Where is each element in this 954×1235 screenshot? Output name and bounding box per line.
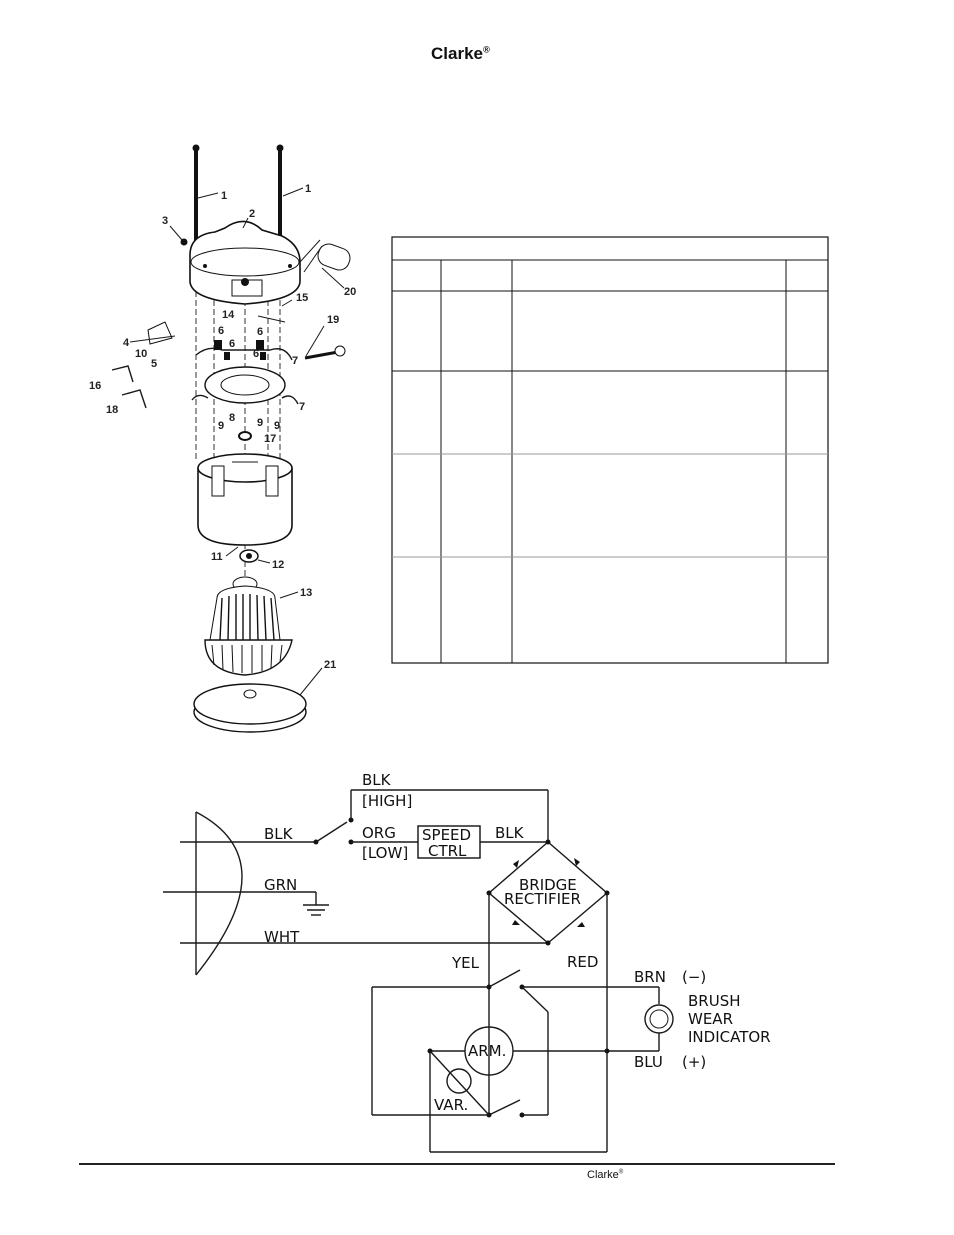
callout-14: 14 <box>222 309 235 321</box>
small-parts-left <box>111 238 188 409</box>
footer-brand-name: Clarke <box>587 1169 619 1181</box>
armature <box>204 576 293 676</box>
label-blu: BLU <box>634 1053 663 1071</box>
nut <box>239 549 259 563</box>
page-header-brand: Clarke® <box>431 44 490 64</box>
label-arm: ARM. <box>468 1042 506 1060</box>
callout-11: 11 <box>211 551 223 563</box>
label-blk-line: BLK <box>264 825 294 843</box>
callout-9c: 9 <box>274 420 280 432</box>
callout-7b: 7 <box>299 401 305 413</box>
callout-13: 13 <box>300 587 312 599</box>
label-high: [HIGH] <box>362 792 412 810</box>
label-brn-polarity: (−) <box>682 968 706 986</box>
plug-outline <box>195 811 243 976</box>
callout-4: 4 <box>123 337 130 349</box>
callout-12: 12 <box>272 559 284 571</box>
label-wear: WEAR <box>688 1010 733 1028</box>
label-var: VAR. <box>434 1096 468 1114</box>
label-low: [LOW] <box>362 844 408 862</box>
callout-15: 15 <box>296 292 308 304</box>
capacitor <box>299 239 351 273</box>
callout-6b: 6 <box>229 338 235 350</box>
washer <box>238 431 252 441</box>
callout-6c: 6 <box>257 326 263 338</box>
parts-table <box>391 236 829 664</box>
label-blu-polarity: (+) <box>682 1053 706 1071</box>
page-footer-brand: Clarke® <box>587 1169 623 1181</box>
callout-3: 3 <box>162 215 168 227</box>
motor-switch <box>486 969 549 1118</box>
callout-17: 17 <box>264 433 276 445</box>
callout-7a: 7 <box>292 355 298 367</box>
brush-bracket <box>191 340 346 405</box>
registered-mark: ® <box>482 44 490 55</box>
label-wht: WHT <box>264 928 300 946</box>
label-blk-right: BLK <box>495 824 525 842</box>
label-speed: SPEED <box>422 826 471 844</box>
callout-5: 5 <box>151 358 157 370</box>
callout-21: 21 <box>324 659 336 671</box>
ground-symbol <box>303 892 329 916</box>
callout-6a: 6 <box>218 325 224 337</box>
callout-2: 2 <box>249 208 255 220</box>
brush-wear-lamp <box>644 1004 674 1034</box>
label-rectifier: RECTIFIER <box>504 890 581 908</box>
callout-9a: 9 <box>218 420 224 432</box>
bolt-left <box>192 144 200 255</box>
speed-switch <box>313 789 549 845</box>
callout-labels: 1 1 2 3 4 5 6 6 6 6 7 7 8 9 9 9 10 11 12… <box>89 183 356 671</box>
brand-name: Clarke <box>431 44 483 63</box>
callout-20: 20 <box>344 286 356 298</box>
label-yel: YEL <box>451 954 480 972</box>
bridge-rectifier <box>486 839 610 946</box>
label-bridge: BRIDGE <box>519 876 577 894</box>
varistor-symbol <box>446 1068 472 1094</box>
callout-6d: 6 <box>253 348 259 360</box>
footer-registered-mark: ® <box>618 1169 624 1176</box>
callout-10: 10 <box>135 348 147 360</box>
callout-16: 16 <box>89 380 101 392</box>
wiring-diagram: BLK [HIGH] BLK ORG [LOW] SPEED CTRL BLK … <box>163 771 771 1153</box>
callout-9b: 9 <box>257 417 263 429</box>
callout-19: 19 <box>327 314 339 326</box>
label-brush: BRUSH <box>688 992 741 1010</box>
callout-18: 18 <box>106 404 118 416</box>
label-ctrl: CTRL <box>428 842 467 860</box>
label-org: ORG <box>362 824 396 842</box>
footer-rule <box>79 1163 835 1165</box>
callout-1b: 1 <box>305 183 311 195</box>
end-cap <box>189 220 301 305</box>
field-housing <box>197 453 293 546</box>
callout-1a: 1 <box>221 190 227 202</box>
fan-disk <box>193 683 307 733</box>
label-blk-top: BLK <box>362 771 392 789</box>
label-grn: GRN <box>264 876 297 894</box>
exploded-view-diagram <box>111 144 351 733</box>
label-brn: BRN <box>634 968 666 986</box>
callout-8: 8 <box>229 412 235 424</box>
label-red: RED <box>567 953 598 971</box>
label-indicator: INDICATOR <box>688 1028 771 1046</box>
